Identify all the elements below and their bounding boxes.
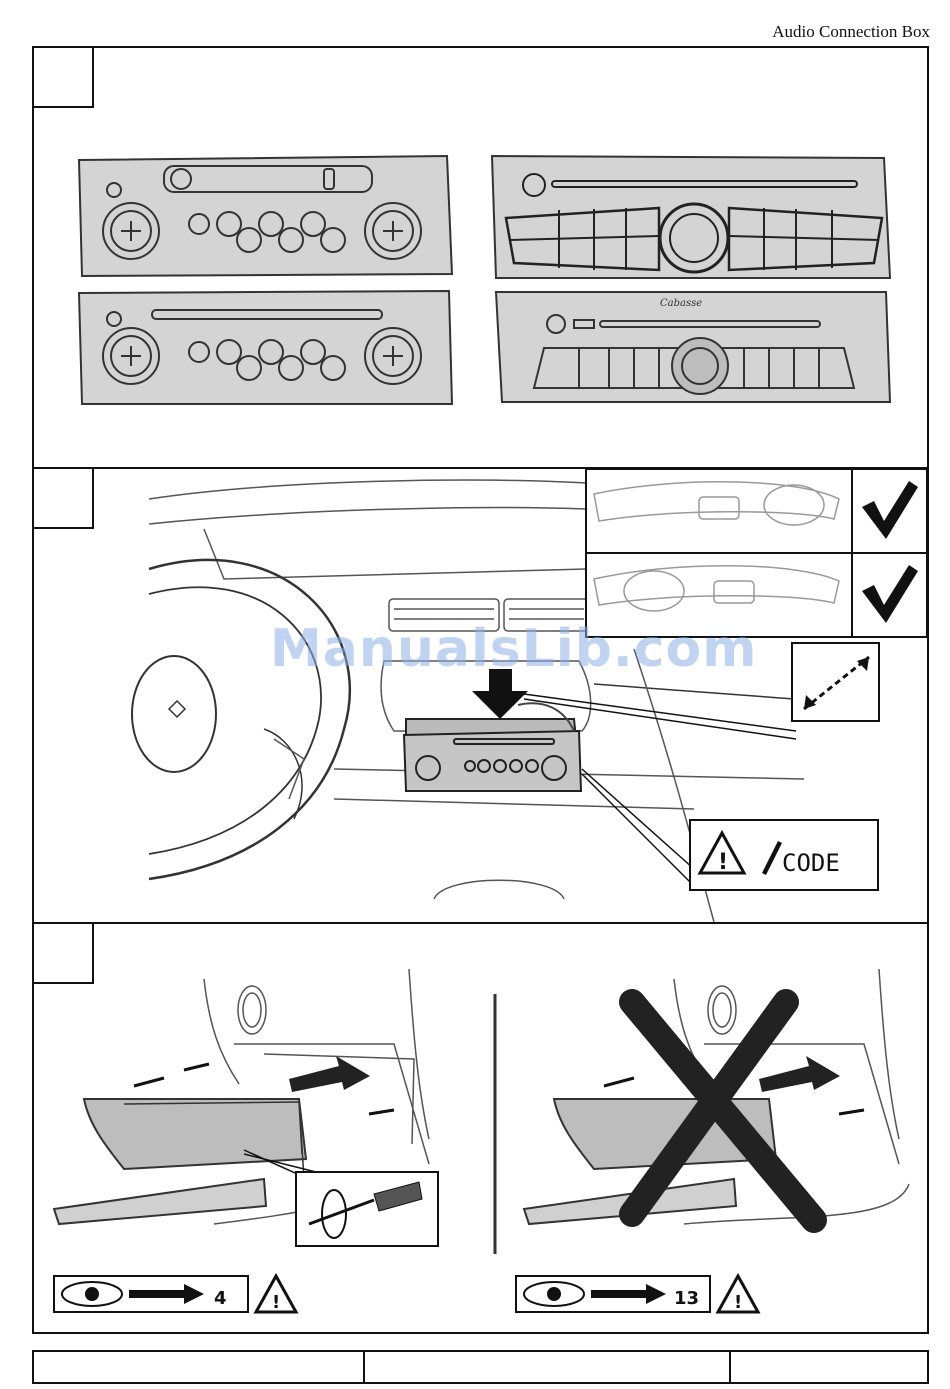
radio-unit-cd xyxy=(79,291,452,404)
radio-code-warning-inset: ! CODE xyxy=(690,820,878,890)
screwdriver-inset xyxy=(296,1172,438,1246)
radio-brand-label: Cabasse xyxy=(660,298,702,309)
footer-cell-1 xyxy=(34,1352,365,1382)
footer-table xyxy=(32,1350,929,1384)
step-2-panel: ! CODE ManualsLib.com xyxy=(34,469,927,924)
left-right-hand-drive-inset xyxy=(586,469,927,637)
footer-cell-2 xyxy=(365,1352,731,1382)
instruction-page-frame: Cabasse xyxy=(32,46,929,1334)
svg-text:!: ! xyxy=(734,1292,742,1313)
radio-unit-nav xyxy=(492,156,890,278)
left-reference-box: 4 xyxy=(54,1276,248,1312)
document-title: Audio Connection Box xyxy=(772,22,930,42)
slide-out-arrow-icon xyxy=(289,1056,370,1092)
right-reference-box: 13 xyxy=(516,1276,710,1312)
step-3-panel: 4 ! xyxy=(34,924,927,1334)
right-reference-number: 13 xyxy=(674,1288,699,1309)
left-reference-number: 4 xyxy=(214,1288,227,1309)
radio-models-illustration: Cabasse xyxy=(34,48,927,467)
glovebox-removal-illustration: 4 ! xyxy=(34,924,927,1332)
svg-text:!: ! xyxy=(718,850,728,875)
dashboard-radio-removal-illustration: ! CODE xyxy=(34,469,927,922)
step-1-panel: Cabasse xyxy=(34,48,927,469)
code-label: CODE xyxy=(782,849,840,877)
clearance-inset xyxy=(792,643,879,721)
svg-text:!: ! xyxy=(272,1292,280,1313)
watermark-text: ManualsLib.com xyxy=(270,619,757,679)
slide-out-arrow-icon-2 xyxy=(759,1056,840,1092)
